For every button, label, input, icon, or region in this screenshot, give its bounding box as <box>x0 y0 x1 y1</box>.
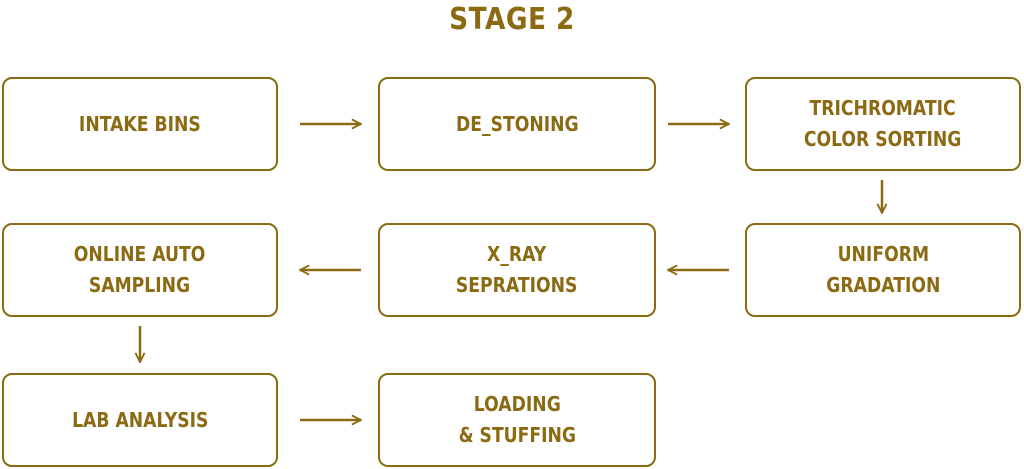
page-title: STAGE 2 <box>449 2 575 37</box>
step-label: INTAKE BINS <box>79 111 201 136</box>
step-label: X_RAY SEPRATIONS <box>456 242 578 297</box>
step-intake-bins: INTAKE BINS <box>2 77 278 171</box>
step-lab-analysis: LAB ANALYSIS <box>2 373 278 467</box>
step-trichromatic-color-sorting: TRICHROMATIC COLOR SORTING <box>745 77 1021 171</box>
step-x-ray-seprations: X_RAY SEPRATIONS <box>378 223 656 317</box>
step-label: TRICHROMATIC COLOR SORTING <box>804 96 962 151</box>
step-label: ONLINE AUTO SAMPLING <box>74 242 206 297</box>
step-online-auto-sampling: ONLINE AUTO SAMPLING <box>2 223 278 317</box>
step-loading-stuffing: LOADING & STUFFING <box>378 373 656 467</box>
step-uniform-gradation: UNIFORM GRADATION <box>745 223 1021 317</box>
step-label: LAB ANALYSIS <box>71 407 209 432</box>
step-de-stoning: DE_STONING <box>378 77 656 171</box>
step-label: LOADING & STUFFING <box>458 392 576 447</box>
step-label: UNIFORM GRADATION <box>825 242 941 297</box>
step-label: DE_STONING <box>455 111 579 136</box>
